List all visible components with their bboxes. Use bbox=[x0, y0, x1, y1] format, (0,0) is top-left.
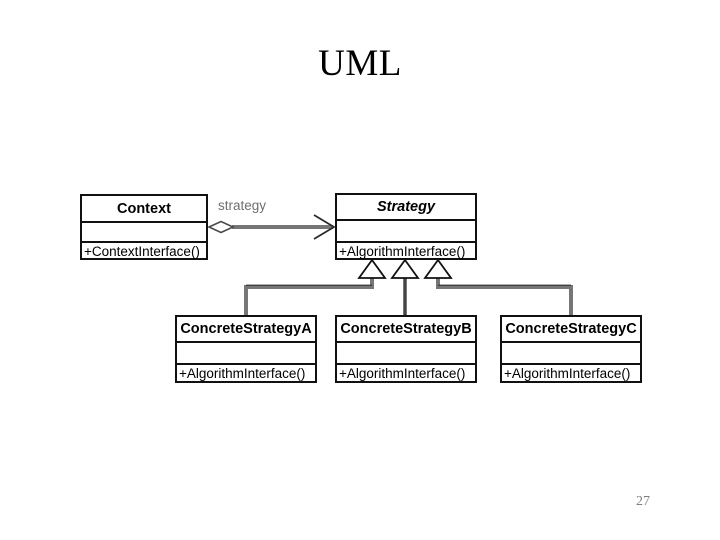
hollow-triangle-icon bbox=[390, 258, 420, 279]
generalization-concrete-c bbox=[423, 258, 573, 315]
uml-class-strategy[interactable]: Strategy +AlgorithmInterface() bbox=[335, 193, 477, 260]
association-label-strategy: strategy bbox=[218, 198, 267, 213]
page-title: UML bbox=[318, 43, 402, 84]
uml-attributes-concrete-strategy-b bbox=[337, 343, 475, 365]
generalization-concrete-b bbox=[390, 258, 420, 315]
uml-operation-concrete-strategy-c-algorithm-interface: +AlgorithmInterface() bbox=[504, 366, 631, 381]
uml-class-name-concrete-strategy-c: ConcreteStrategyC bbox=[502, 317, 640, 343]
uml-class-concrete-strategy-c[interactable]: ConcreteStrategyC +AlgorithmInterface() bbox=[500, 315, 642, 383]
association-context-strategy bbox=[207, 214, 336, 240]
open-arrow-icon bbox=[313, 214, 336, 240]
uml-class-concrete-strategy-a[interactable]: ConcreteStrategyA +AlgorithmInterface() bbox=[175, 315, 317, 383]
uml-attributes-concrete-strategy-a bbox=[177, 343, 315, 365]
page-number: 27 bbox=[636, 494, 650, 509]
uml-operation-concrete-strategy-b-algorithm-interface: +AlgorithmInterface() bbox=[339, 366, 466, 381]
uml-operation-concrete-strategy-a-algorithm-interface: +AlgorithmInterface() bbox=[179, 366, 306, 381]
uml-class-concrete-strategy-b[interactable]: ConcreteStrategyB +AlgorithmInterface() bbox=[335, 315, 477, 383]
uml-attributes-context bbox=[82, 223, 206, 243]
uml-operation-strategy-algorithm-interface: +AlgorithmInterface() bbox=[339, 244, 466, 259]
uml-attributes-strategy bbox=[337, 221, 475, 243]
uml-attributes-concrete-strategy-c bbox=[502, 343, 640, 365]
uml-operation-context-interface: +ContextInterface() bbox=[84, 244, 200, 259]
uml-class-name-concrete-strategy-a: ConcreteStrategyA bbox=[177, 317, 315, 343]
hollow-triangle-icon bbox=[423, 258, 453, 279]
uml-class-name-context: Context bbox=[82, 196, 206, 223]
hollow-triangle-icon bbox=[357, 258, 387, 279]
uml-class-name-strategy: Strategy bbox=[337, 195, 475, 221]
generalization-concrete-a bbox=[244, 258, 387, 315]
uml-class-context[interactable]: Context +ContextInterface() bbox=[80, 194, 208, 260]
uml-class-name-concrete-strategy-b: ConcreteStrategyB bbox=[337, 317, 475, 343]
hollow-diamond-icon bbox=[207, 220, 235, 234]
